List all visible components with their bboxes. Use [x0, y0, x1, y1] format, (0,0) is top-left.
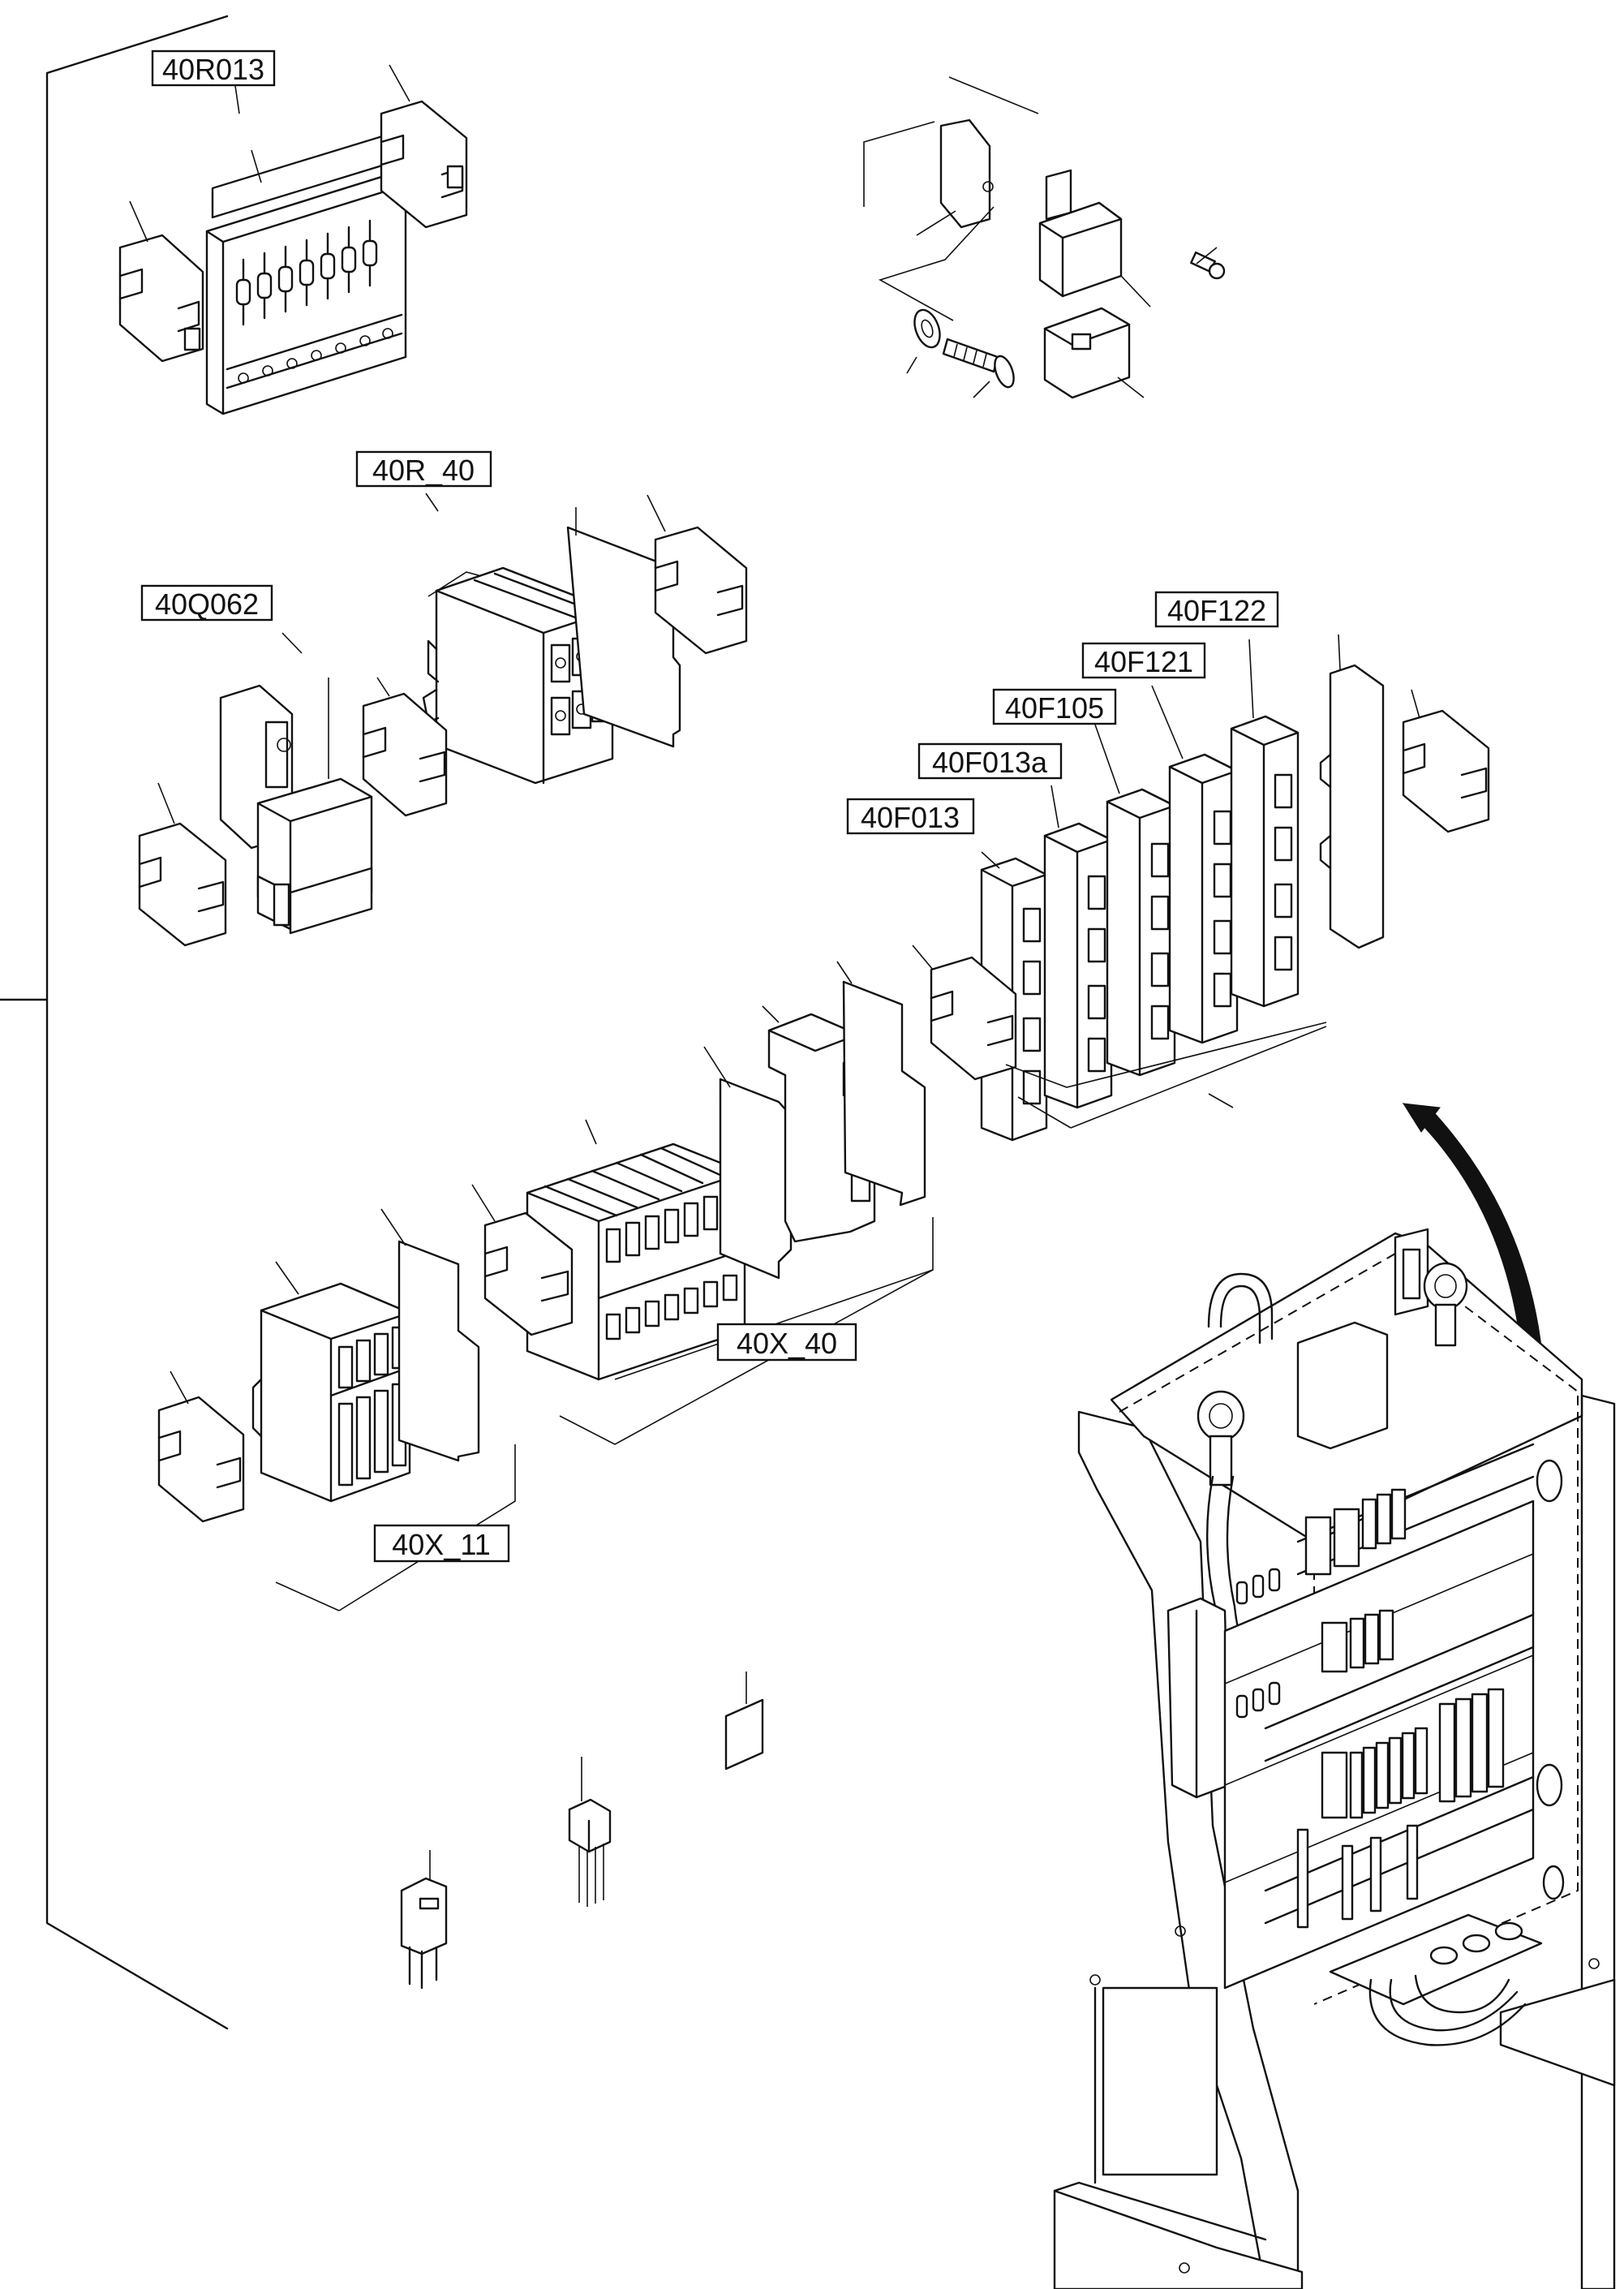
r40-end-stop — [647, 494, 748, 655]
svg-text:40Q062: 40Q062 — [155, 587, 259, 621]
ring-terminal — [1190, 247, 1226, 280]
label-40r013: 40R013 — [151, 49, 276, 87]
fuse-holder-f013a — [1043, 785, 1113, 1109]
x40-end-plate-2 — [836, 961, 926, 1207]
x40-terminal-strip — [526, 1119, 746, 1381]
rail-components-top — [1304, 1488, 1407, 1576]
fuse-group-end-stop-front — [912, 944, 1017, 1081]
fuse-end-stop — [1402, 689, 1490, 833]
relay — [1038, 169, 1151, 308]
lifting-eye-right — [1423, 1262, 1468, 1347]
q062-end-stop-left — [138, 782, 227, 947]
screw — [942, 338, 1015, 398]
x11-end-stop — [157, 1370, 245, 1523]
resistor-terminal-block — [205, 132, 407, 415]
svg-text:40R_40: 40R_40 — [372, 454, 475, 487]
fuse-holder-f105 — [1094, 724, 1176, 1077]
label-40f105: 40F105 — [992, 688, 1117, 725]
svg-text:40F121: 40F121 — [1094, 645, 1193, 678]
x11-end-plate — [380, 1208, 480, 1462]
label-40q062: 40Q062 — [140, 584, 273, 622]
svg-text:40F105: 40F105 — [1005, 691, 1104, 725]
q062-end-stop-right — [362, 677, 448, 817]
svg-text:40R013: 40R013 — [162, 53, 264, 86]
end-stop-right — [380, 100, 468, 229]
label-40f122: 40F122 — [1154, 591, 1279, 628]
svg-text:40X_40: 40X_40 — [737, 1327, 837, 1360]
jumper-bridge — [400, 1850, 448, 1990]
x11-terminal-strip — [251, 1261, 411, 1503]
relay-socket-group — [863, 76, 1226, 399]
relay-socket — [1043, 307, 1145, 399]
electrical-cabinet — [1053, 1228, 1616, 2289]
rail-components-bottom — [1321, 1688, 1505, 1819]
lifting-eye-left — [1197, 1390, 1245, 1487]
svg-text:40X_11: 40X_11 — [392, 1528, 490, 1561]
rail-components-mid — [1321, 1609, 1394, 1673]
label-40r40: 40R_40 — [355, 450, 492, 488]
svg-text:40F013a: 40F013a — [932, 746, 1048, 779]
x40-end-plate-1 — [703, 1046, 793, 1280]
label-40f121: 40F121 — [1081, 642, 1206, 679]
fuse-end-bracket — [1319, 634, 1385, 949]
svg-text:40F013: 40F013 — [861, 801, 960, 834]
q062-relay-assembly — [219, 632, 373, 935]
connector-plug — [568, 1757, 612, 1907]
svg-text:40F122: 40F122 — [1167, 594, 1266, 627]
label-40x40: 40X_40 — [716, 1323, 857, 1362]
label-40x11: 40X_11 — [373, 1524, 510, 1563]
end-stop-left — [118, 234, 204, 363]
x40-end-stop — [471, 1184, 574, 1336]
assembly-bracket — [0, 15, 229, 2030]
label-40f013a: 40F013a — [917, 742, 1063, 780]
marker-tag — [724, 1672, 764, 1771]
resistor-row — [235, 219, 378, 326]
lock-washer — [906, 308, 941, 374]
fuse-holder-f122 — [1230, 639, 1300, 1008]
label-40f013: 40F013 — [846, 798, 975, 835]
